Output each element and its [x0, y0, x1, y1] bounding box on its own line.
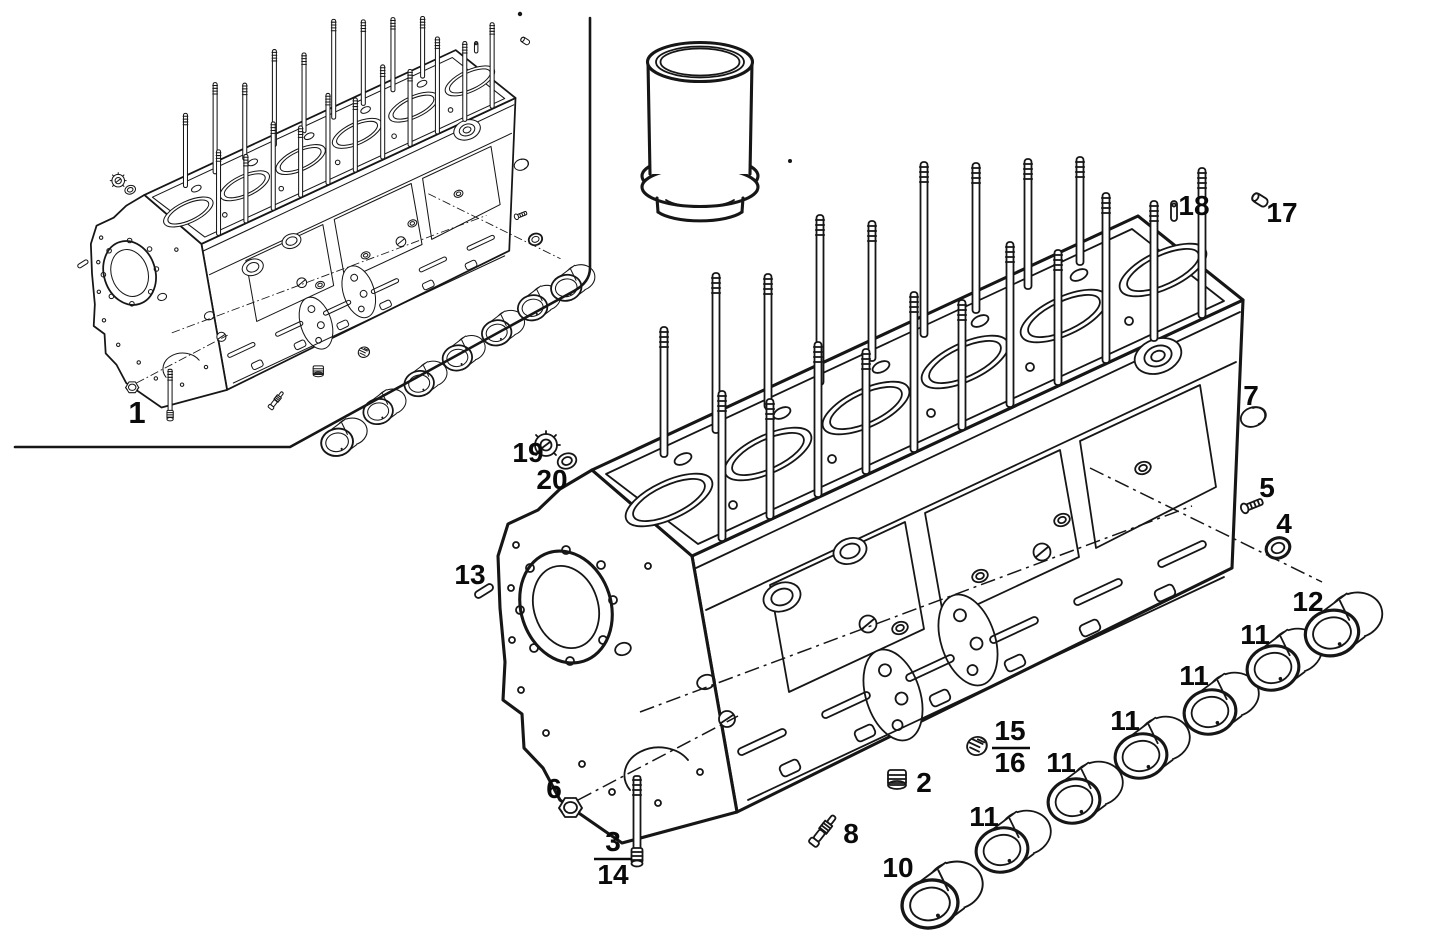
inset-assembly — [77, 16, 599, 459]
callout-5: 5 — [1259, 472, 1275, 503]
callout-11b: 11 — [1046, 747, 1076, 778]
callout-18: 18 — [1178, 190, 1209, 221]
callout-12: 12 — [1292, 586, 1323, 617]
reference-dot — [788, 159, 792, 163]
callout-20: 20 — [536, 464, 567, 495]
callout-11e: 11 — [1240, 619, 1270, 650]
callout-16: 16 — [994, 747, 1025, 778]
cylinder-liner — [640, 40, 760, 223]
callout-4: 4 — [1276, 508, 1292, 539]
callout-17: 17 — [1266, 197, 1297, 228]
callout-6: 6 — [546, 773, 562, 804]
reference-dot — [517, 11, 523, 17]
callout-11a: 11 — [969, 801, 999, 832]
callout-3: 3 — [605, 826, 621, 857]
callout-2: 2 — [916, 767, 932, 798]
inset-border — [13, 16, 592, 449]
callout-1: 1 — [128, 395, 145, 430]
callout-10: 10 — [882, 852, 913, 883]
callout-7: 7 — [1243, 380, 1259, 411]
callout-11d: 11 — [1179, 660, 1209, 691]
callout-labels: 1 2 3 14 4 5 6 7 8 10 11 11 11 11 11 12 … — [128, 190, 1323, 890]
callout-8: 8 — [843, 818, 859, 849]
callout-11c: 11 — [1110, 705, 1140, 736]
main-assembly — [474, 157, 1390, 934]
callout-14: 14 — [597, 859, 629, 890]
callout-13: 13 — [454, 559, 485, 590]
callout-15: 15 — [994, 715, 1025, 746]
callout-19: 19 — [512, 437, 543, 468]
